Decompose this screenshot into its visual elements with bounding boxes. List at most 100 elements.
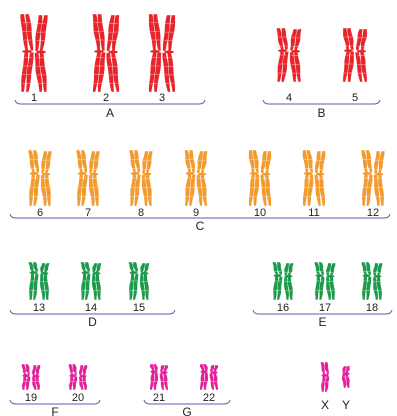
chromosome-10-b — [260, 151, 271, 206]
chromosome-2-a-centromere — [94, 50, 104, 53]
chromosome-8-a-centromere — [131, 172, 140, 175]
chromosome-9-b — [196, 151, 207, 206]
pair-number-18: 18 — [366, 302, 378, 314]
chromosome-12-b — [374, 151, 385, 206]
chromosome-4-a — [276, 28, 288, 82]
chromosome-pair-17 — [314, 262, 335, 300]
chromosome-4-b-centromere — [291, 50, 300, 53]
chromosome-pair-7 — [76, 150, 100, 206]
chromosome-19-a — [21, 364, 30, 390]
pair-number-16: 16 — [277, 302, 289, 314]
chromosome-20-b-centromere — [79, 375, 86, 378]
chromosome-18-b — [373, 263, 383, 300]
chromosome-5-a — [343, 28, 354, 82]
pair-number-21: 21 — [153, 392, 165, 404]
pair-number-14: 14 — [85, 302, 97, 314]
chromosome-3-b — [162, 15, 175, 92]
chromosome-7-b-centromere — [90, 173, 99, 176]
chromosome-pair-21 — [150, 364, 169, 390]
chromosome-pair-19 — [21, 364, 40, 390]
chromosome-pair-6 — [28, 150, 52, 206]
group-e — [272, 262, 382, 300]
chromosome-8-a — [129, 150, 141, 206]
chromosome-11-b — [314, 151, 325, 206]
chromosome-14-a — [80, 262, 90, 300]
chromosome-22-a-centromere — [200, 370, 207, 373]
group-label-b: B — [317, 106, 325, 120]
sex-chromosomes — [321, 362, 351, 392]
chromosome-15-a-centromere — [130, 271, 138, 274]
chromosome-6-a-centromere — [30, 172, 39, 175]
chromosome-22-a — [200, 364, 209, 390]
chromosome-8-b-centromere — [143, 173, 152, 176]
group-bracket-c — [10, 214, 390, 218]
chromosome-10-a-centromere — [250, 172, 259, 175]
chromosome-10-b-centromere — [262, 173, 271, 176]
pair-number-17: 17 — [319, 302, 331, 314]
chromosome-pair-12 — [361, 150, 384, 206]
sex-chromosome-label-x: X — [321, 398, 329, 412]
pair-number-22: 22 — [203, 392, 215, 404]
chromosome-y — [342, 366, 351, 388]
chromosome-1-a-centromere — [22, 50, 32, 53]
chromosome-2-a — [92, 14, 105, 92]
pair-number-19: 19 — [25, 392, 37, 404]
chromosome-22-b — [209, 365, 218, 390]
pair-number-5: 5 — [352, 92, 358, 104]
chromosome-1-b — [34, 15, 47, 92]
chromosome-16-a-centromere — [274, 274, 282, 277]
chromosome-3-b-centromere — [164, 51, 174, 54]
pair-number-2: 2 — [103, 92, 109, 104]
chromosome-7-b — [89, 151, 100, 206]
chromosome-12-a-centromere — [363, 172, 372, 175]
chromosome-9-a — [184, 150, 195, 206]
chromosome-17-a — [314, 262, 324, 300]
pair-number-8: 8 — [138, 207, 144, 219]
chromosome-2-b-centromere — [108, 51, 118, 54]
pair-number-11: 11 — [308, 207, 319, 219]
chromosome-21-a — [150, 364, 159, 390]
group-d — [28, 262, 149, 300]
pair-number-10: 10 — [254, 207, 266, 219]
chromosome-pair-1 — [20, 14, 48, 92]
chromosome-pair-13 — [28, 262, 49, 300]
pair-number-13: 13 — [33, 302, 45, 314]
chromosome-18-b-centromere — [374, 275, 382, 278]
chromosome-pair-2 — [92, 14, 119, 92]
chromosome-10-a — [249, 150, 260, 206]
sex-chromosome-label-y: Y — [342, 398, 350, 412]
chromosome-18-a — [361, 262, 371, 300]
chromosome-9-a-centromere — [186, 172, 195, 175]
chromosome-6-b-centromere — [42, 173, 51, 176]
chromosome-21-a-centromere — [150, 370, 157, 373]
chromosome-pair-5 — [343, 28, 367, 82]
chromosome-13-a — [28, 262, 38, 300]
pair-number-20: 20 — [72, 392, 84, 404]
chromosome-pair-8 — [129, 150, 153, 206]
pair-number-12: 12 — [367, 207, 379, 219]
chromosome-12-b-centromere — [375, 173, 384, 176]
chromosome-2-b — [106, 15, 119, 92]
group-bracket-f — [10, 400, 100, 404]
chromosome-pair-20 — [69, 364, 88, 390]
pair-number-6: 6 — [37, 207, 43, 219]
group-f — [21, 364, 87, 390]
chromosome-pair-15 — [128, 262, 149, 300]
chromosome-pair-9 — [184, 150, 207, 206]
chromosome-7-a-centromere — [78, 172, 87, 175]
chromosome-11-a — [302, 150, 313, 206]
chromosome-4-b — [290, 29, 302, 82]
group-label-a: A — [106, 106, 114, 120]
chromosome-9-b-centromere — [198, 173, 207, 176]
chromosome-20-b — [79, 365, 88, 390]
chromosome-6-b — [41, 151, 52, 206]
chromosome-19-b-centromere — [32, 375, 39, 378]
chromosome-5-a-centromere — [344, 49, 353, 52]
group-g — [150, 364, 219, 390]
pair-number-3: 3 — [159, 92, 165, 104]
chromosome-3-a — [149, 14, 162, 92]
chromosome-pair-16 — [272, 262, 293, 300]
chromosome-11-a-centromere — [304, 172, 313, 175]
chromosome-1-a — [20, 14, 33, 92]
group-label-f: F — [51, 405, 58, 416]
